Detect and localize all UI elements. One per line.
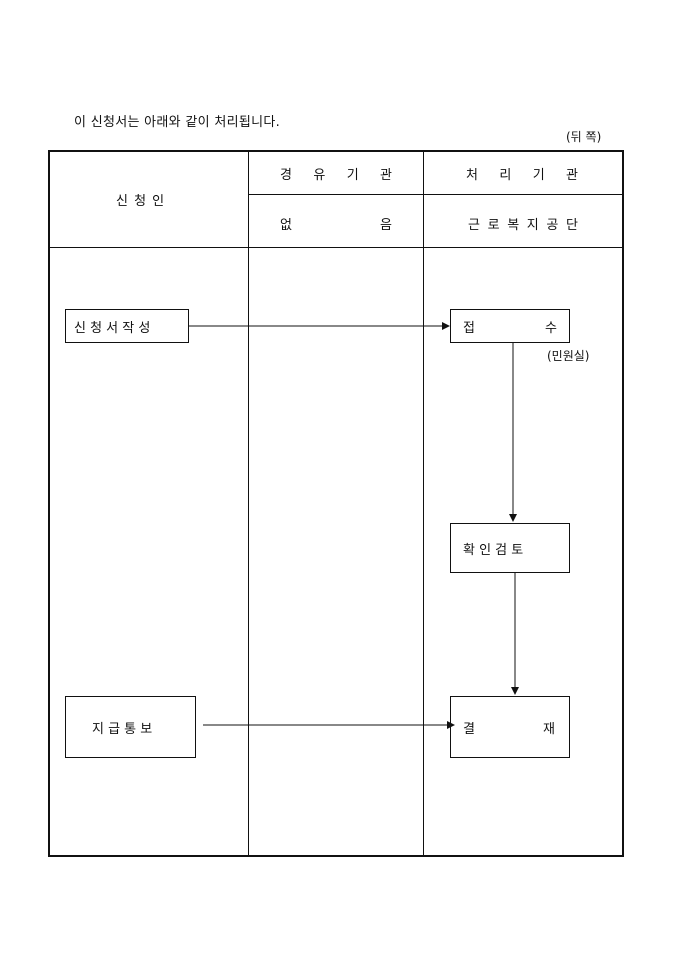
receipt-note: (민원실): [547, 349, 590, 363]
processing-agency-char: 처: [466, 168, 478, 183]
receipt-char: 접: [463, 320, 475, 336]
review-box: 확 인 검 토: [450, 523, 570, 573]
receipt-box: 접 수: [450, 309, 570, 343]
approval-char: 재: [543, 721, 555, 737]
applicant-header: 신 청 인: [116, 194, 166, 209]
processing-agency-value-char: 지: [526, 218, 539, 233]
header-bottom-line: [50, 247, 624, 248]
payment-notice-box: 지 급 통 보: [65, 696, 196, 758]
via-agency-value-char: 없: [280, 218, 292, 233]
approval-char: 결: [463, 721, 475, 737]
receipt-char: 수: [545, 320, 557, 336]
via-agency-char: 관: [380, 168, 392, 183]
processing-agency-header: 처 리 기 관: [466, 164, 578, 183]
via-agency-char: 경: [280, 168, 292, 183]
write-application-box: 신 청 서 작 성: [65, 309, 189, 343]
processing-agency-value-char: 로: [487, 218, 500, 233]
via-agency-header: 경 유 기 관: [280, 164, 392, 183]
processing-agency-char: 리: [499, 168, 512, 183]
via-agency-char: 기: [346, 168, 359, 183]
payment-notice-label: 지 급 통 보: [92, 721, 153, 737]
processing-agency-value: 근 로 복 지 공 단: [468, 214, 578, 233]
processing-agency-value-char: 공: [546, 218, 559, 233]
process-table: 신 청 인 경 유 기 관 없 음 처 리 기 관 근 로 복 지 공 단: [48, 150, 624, 857]
via-agency-value: 없 음: [280, 214, 392, 233]
column-divider-1: [248, 152, 249, 857]
approval-box: 결 재: [450, 696, 570, 758]
processing-agency-value-char: 근: [468, 218, 480, 233]
column-divider-2: [423, 152, 424, 857]
processing-agency-char: 기: [532, 168, 545, 183]
processing-agency-value-char: 단: [565, 218, 578, 233]
intro-text: 이 신청서는 아래와 같이 처리됩니다.: [74, 115, 281, 130]
write-application-label: 신 청 서 작 성: [74, 320, 151, 336]
review-label: 확 인 검 토: [463, 542, 524, 558]
processing-agency-value-char: 복: [507, 218, 520, 233]
processing-agency-char: 관: [566, 168, 578, 183]
header-split-line: [248, 194, 624, 195]
page-side-note: (뒤 쪽): [566, 130, 602, 144]
via-agency-char: 유: [313, 168, 326, 183]
via-agency-value-char: 음: [380, 218, 392, 233]
